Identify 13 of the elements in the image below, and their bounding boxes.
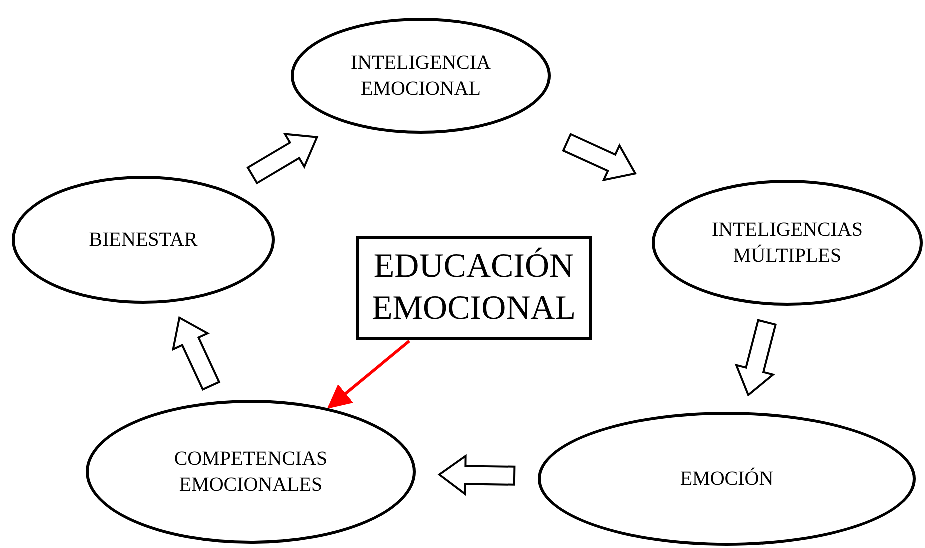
node-label: COMPETENCIAS EMOCIONALES <box>173 447 329 498</box>
block-arrow <box>438 454 516 496</box>
node-label: INTELIGENCIAS MÚLTIPLES <box>710 218 864 269</box>
node-label: BIENESTAR <box>88 228 199 253</box>
node-label: EDUCACIÓN EMOCIONAL <box>371 246 577 329</box>
node-label: INTELIGENCIA EMOCIONAL <box>350 51 492 102</box>
rectangle-node <box>356 236 592 340</box>
block-arrow <box>246 133 319 185</box>
node-label: EMOCIÓN <box>679 466 775 492</box>
block-arrow <box>562 133 638 182</box>
arrow <box>327 340 410 409</box>
block-arrow <box>172 316 221 392</box>
block-arrow <box>734 319 778 397</box>
